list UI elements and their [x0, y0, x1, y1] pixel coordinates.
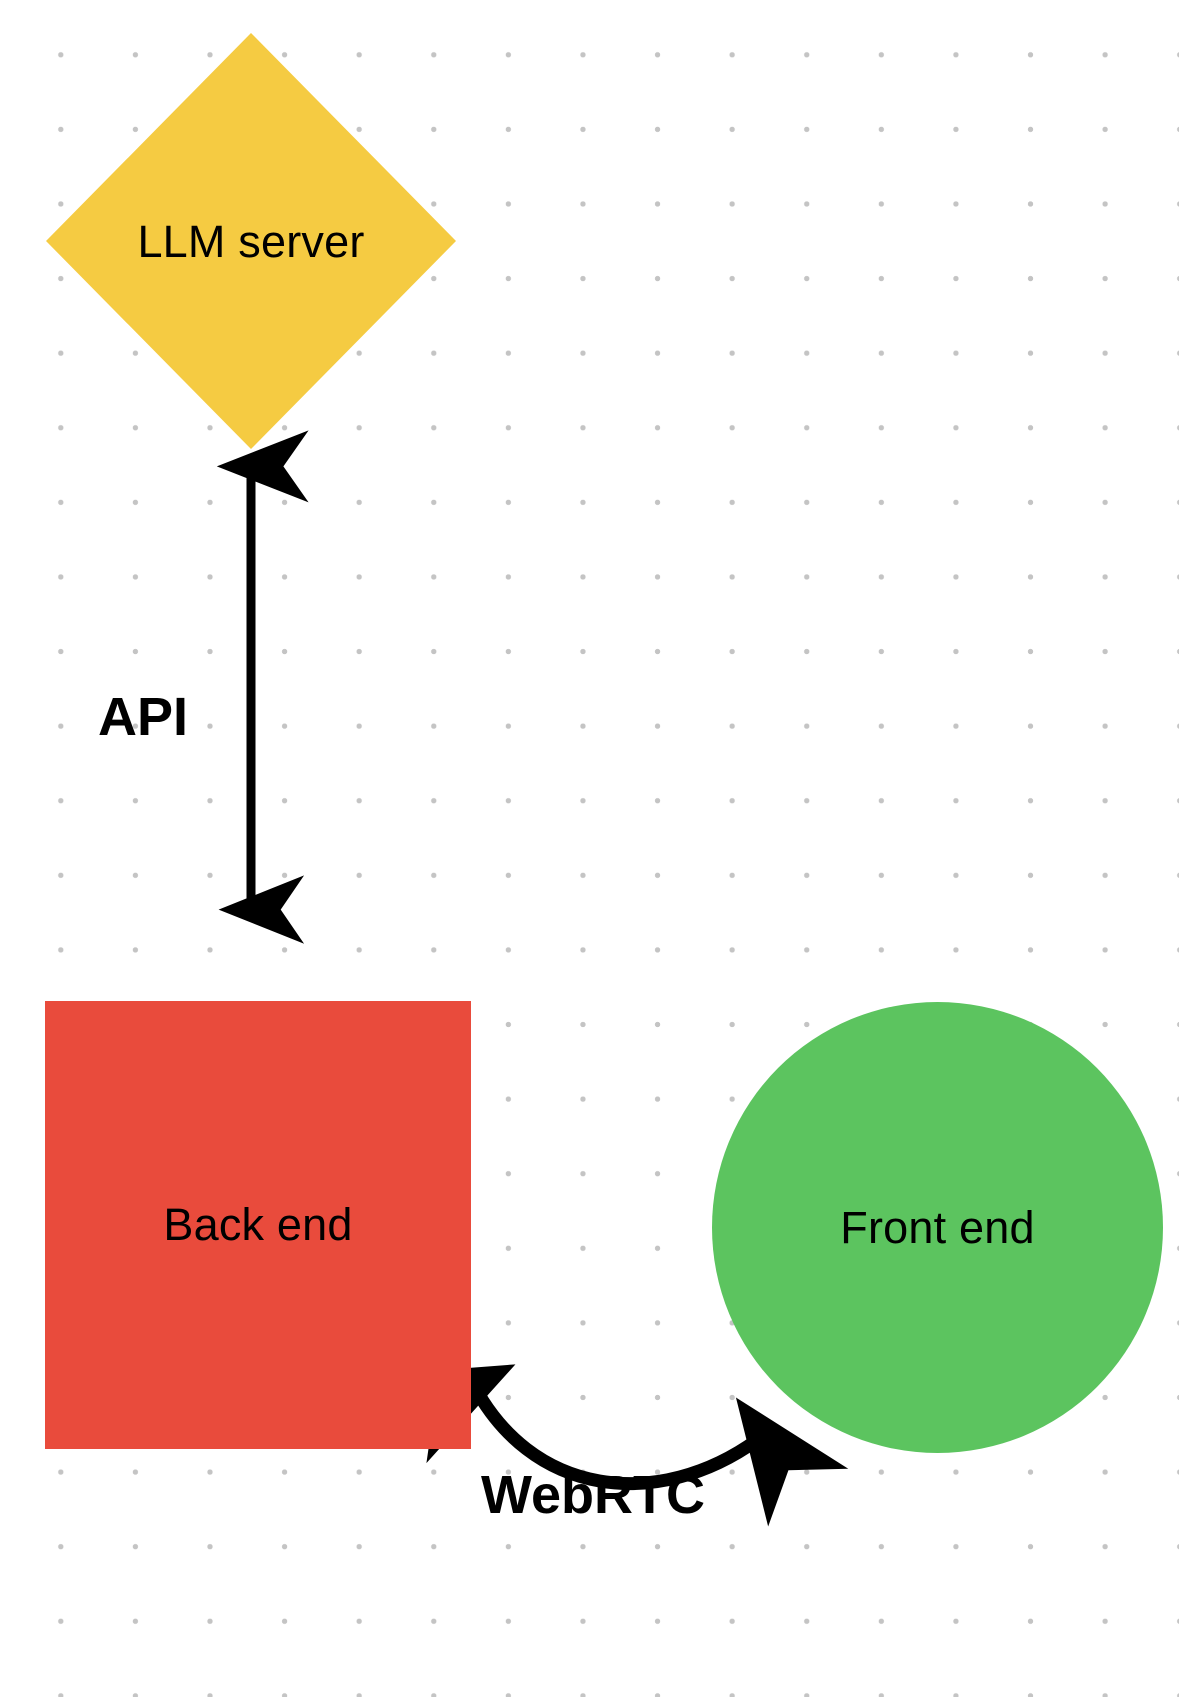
- node-llm-server-label: LLM server: [137, 216, 365, 267]
- circle-shape: [712, 1002, 1163, 1453]
- node-back-end-label: Back end: [163, 1199, 353, 1250]
- node-llm-server[interactable]: LLM server: [46, 33, 456, 449]
- webrtc-edge-path: [382, 1364, 849, 1527]
- node-front-end-label: Front end: [840, 1202, 1035, 1253]
- edge-label-webrtc: WebRTC: [481, 1465, 705, 1525]
- node-front-end[interactable]: Front end: [712, 1002, 1163, 1453]
- edge-label-api: API: [98, 687, 189, 747]
- node-back-end[interactable]: Back end: [45, 1001, 471, 1449]
- square-shape: [45, 1001, 471, 1449]
